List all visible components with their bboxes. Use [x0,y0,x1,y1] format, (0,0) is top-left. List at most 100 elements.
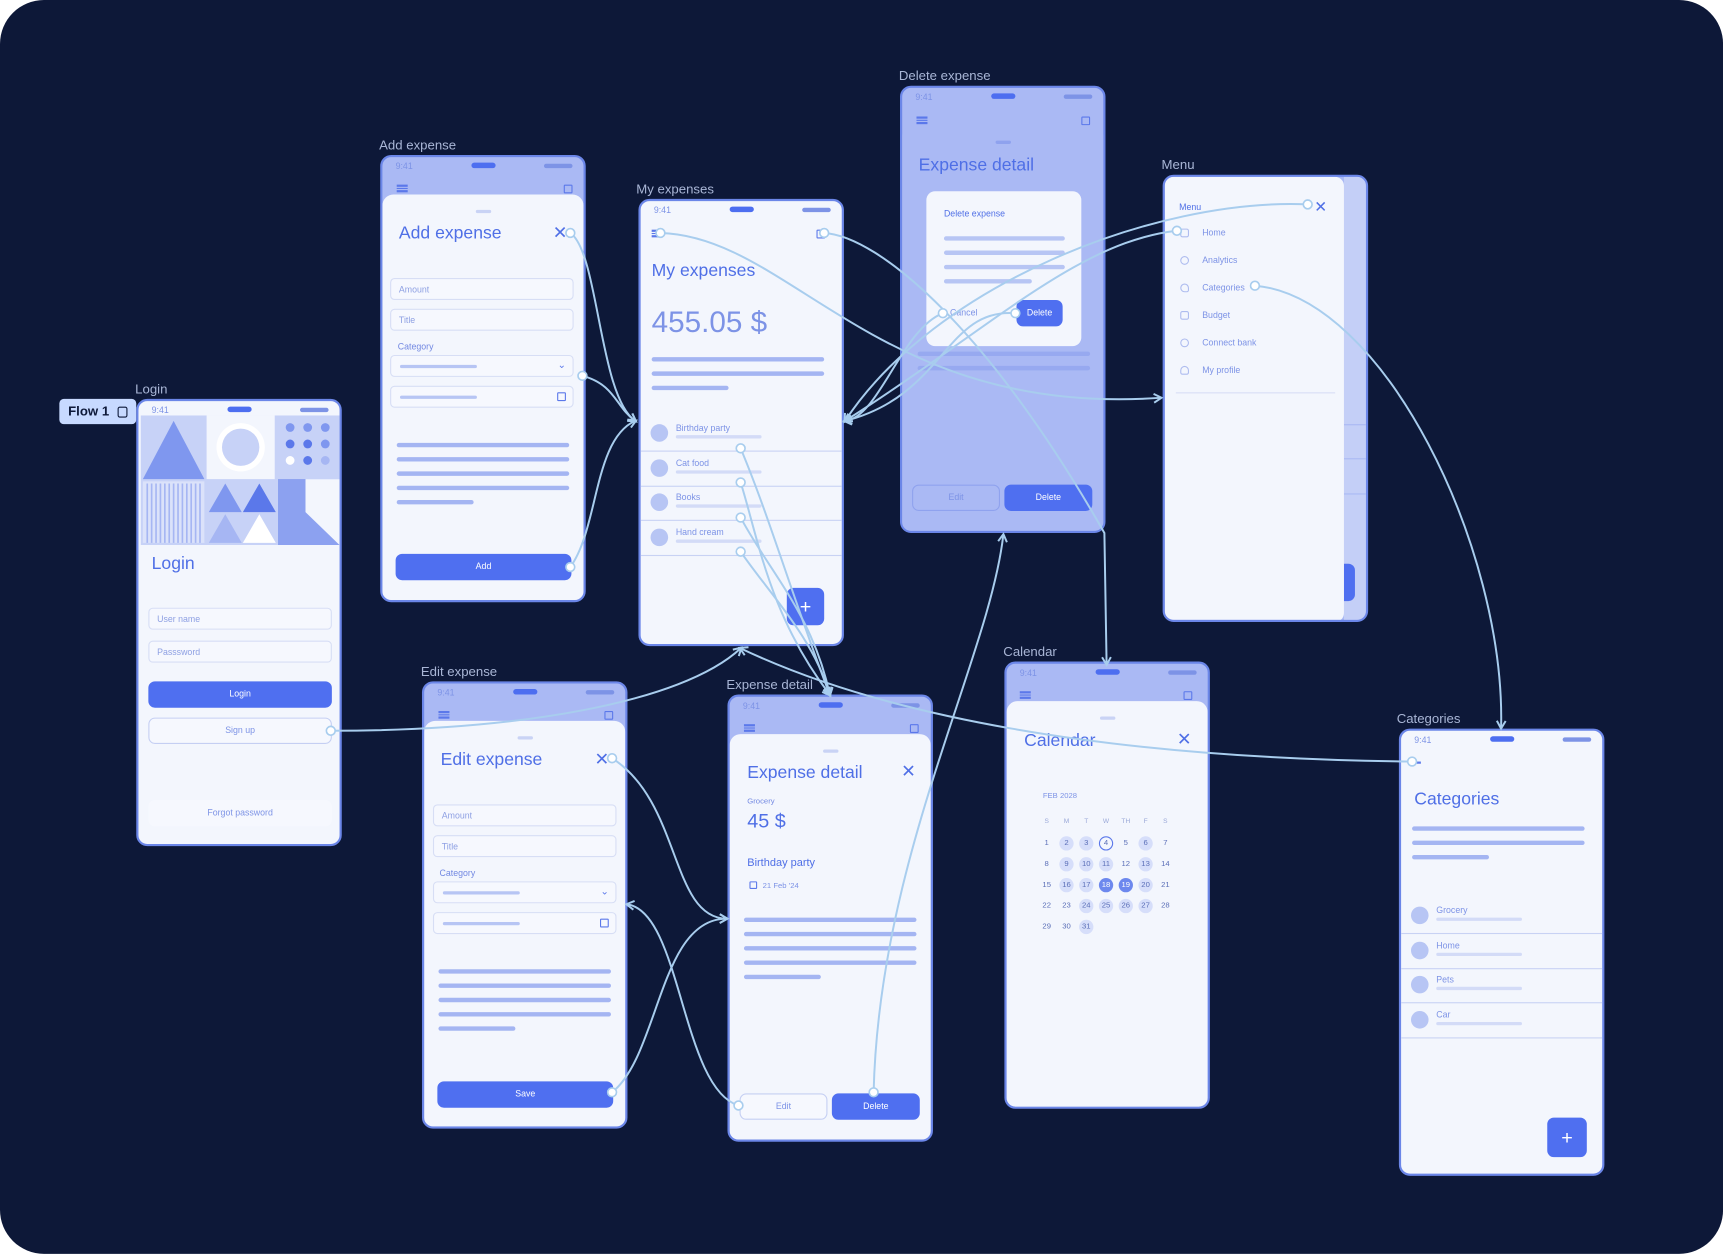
title-input[interactable]: Title [432,835,617,858]
category-select[interactable]: ⌄ [432,881,617,904]
calendar-day[interactable]: 23 [1062,902,1071,910]
calendar-day[interactable]: 21 [1161,881,1170,890]
close-icon[interactable]: ✕ [901,762,916,782]
menu-item-categories[interactable]: Categories [1180,282,1245,293]
calendar-day[interactable]: 24 [1079,898,1094,914]
category-avatar [650,424,669,442]
calendar-day[interactable]: 12 [1121,860,1131,869]
calendar-day[interactable]: 14 [1161,860,1170,869]
category-row[interactable]: Home [1401,934,1603,970]
calendar-day[interactable]: 4 [1098,836,1114,851]
add-button[interactable]: Add [395,553,572,581]
delete-button[interactable]: Delete [831,1093,920,1120]
cancel-button[interactable]: Cancel [950,307,978,318]
calendar-day[interactable]: 25 [1098,898,1114,914]
category-avatar [650,528,669,547]
bottom-sheet: Add expense ✕ Amount Title Category ⌄ Ad… [382,194,584,600]
status-time: 9:41 [395,161,413,172]
calendar-day[interactable]: 1 [1044,839,1049,848]
edit-button[interactable]: Edit [739,1093,828,1120]
category-name: Pets [1436,974,1454,985]
calendar-day[interactable]: 20 [1138,878,1153,893]
calendar-day[interactable]: 5 [1123,839,1128,848]
expense-row[interactable]: Birthday party [640,416,842,452]
category-select[interactable]: ⌄ [390,354,574,377]
bottom-sheet: Edit expense ✕ Amount Title Category ⌄ S… [424,720,626,1127]
close-icon[interactable]: ✕ [1176,730,1192,750]
category-row[interactable]: Pets [1401,968,1603,1004]
category-row[interactable]: Grocery [1401,899,1603,935]
calendar-day[interactable]: 15 [1042,881,1051,890]
calendar-day[interactable]: 2 [1059,836,1074,851]
date-input[interactable] [390,385,574,408]
sheet-title: Expense detail [918,156,1035,175]
sheet-handle [995,140,1011,144]
expense-row[interactable]: Hand cream [640,521,842,557]
expense-row[interactable]: Cat food [640,452,842,487]
calendar-day[interactable]: 22 [1042,902,1051,910]
status-time: 9:41 [437,687,455,698]
calendar-day[interactable]: 13 [1138,857,1153,872]
calendar-icon[interactable] [816,229,826,239]
weekday-label: S [1163,818,1168,826]
date-input[interactable] [432,912,617,935]
calendar-day[interactable]: 3 [1079,836,1094,851]
calendar-day[interactable]: 16 [1059,878,1074,893]
login-button[interactable]: Login [148,681,332,708]
menu-item-budget[interactable]: Budget [1180,310,1230,320]
calendar-day[interactable]: 31 [1079,919,1094,935]
calendar-day[interactable]: 7 [1163,839,1168,848]
calendar-day[interactable]: 18 [1098,878,1114,893]
expense-row[interactable]: Books [640,486,842,521]
signup-button[interactable]: Sign up [148,717,332,744]
calendar-day[interactable]: 30 [1062,923,1071,931]
month-label: FEB 2028 [1042,792,1078,800]
frame-label-categories: Categories [1396,710,1461,727]
calendar-day[interactable]: 11 [1098,857,1114,872]
save-button[interactable]: Save [437,1081,614,1108]
calendar-day[interactable]: 27 [1138,898,1153,914]
weekday-label: S [1044,818,1049,826]
menu-item-my-profile[interactable]: My profile [1180,365,1240,375]
calendar-day[interactable]: 6 [1138,836,1153,851]
password-input[interactable]: Passsword [148,640,332,663]
menu-item-connect-bank[interactable]: Connect bank [1180,337,1256,348]
menu-item-analytics[interactable]: Analytics [1180,255,1237,265]
calendar-day[interactable]: 19 [1118,878,1133,893]
forgot-password-link[interactable]: Forgot password [148,799,332,827]
weekday-label: T [1084,818,1089,826]
calendar-day[interactable]: 9 [1059,857,1074,872]
username-input[interactable]: User name [148,607,332,630]
calendar-day[interactable]: 10 [1079,857,1094,872]
back-arrow-icon[interactable] [1409,761,1421,764]
close-icon[interactable]: ✕ [552,224,568,243]
screen-add-expense: 9:41 Add expense ✕ Amount Title Category… [380,154,586,603]
add-category-button[interactable]: + [1547,1117,1587,1158]
title-input[interactable]: Title [390,308,574,331]
text-line [1412,826,1585,831]
status-time: 9:41 [742,701,760,711]
close-icon[interactable]: ✕ [1314,197,1328,216]
menu-item-home[interactable]: Home [1180,227,1226,238]
text-line [651,371,825,376]
close-icon[interactable]: ✕ [594,750,610,770]
menu-icon[interactable] [651,229,663,238]
calendar-day[interactable]: 17 [1079,878,1094,893]
amount-input[interactable]: Amount [390,278,574,300]
calendar-day[interactable]: 29 [1042,923,1051,931]
expense-name: Hand cream [675,527,724,538]
calendar-day[interactable]: 26 [1118,898,1133,914]
expense-date: 21 Feb '24 [749,880,799,890]
calendar-icon [563,184,573,194]
sheet-handle [1099,716,1115,720]
calendar-day[interactable]: 28 [1161,902,1170,910]
flow-badge[interactable]: Flow 1 [59,398,137,425]
delete-button[interactable]: Delete [1004,484,1093,511]
confirm-delete-button[interactable]: Delete [1016,299,1063,327]
calendar-day[interactable]: 8 [1044,860,1049,869]
category-row[interactable]: Car [1401,1003,1603,1039]
add-expense-button[interactable]: + [786,587,825,626]
amount-input[interactable]: Amount [432,804,617,827]
edit-button[interactable]: Edit [912,484,1000,511]
